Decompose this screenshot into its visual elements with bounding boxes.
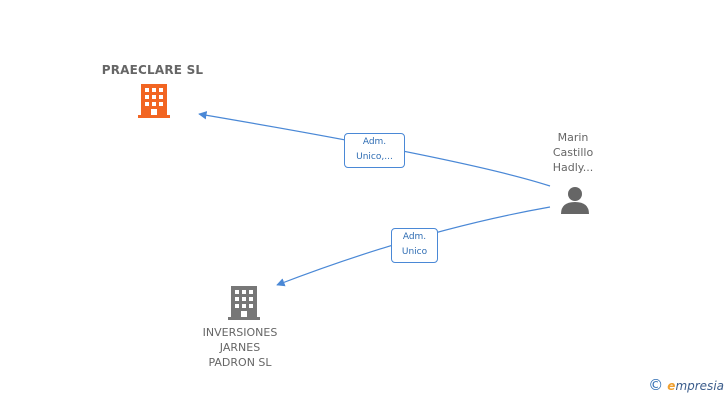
company-name-inversiones[interactable]: INVERSIONES JARNES PADRON SL (180, 325, 300, 370)
brand-watermark: ©empresia (648, 376, 724, 394)
company-name-line: PADRON SL (208, 356, 272, 369)
edge-label-line: Unico (401, 247, 428, 257)
company-name-line: INVERSIONES (202, 326, 278, 339)
building-icon (228, 286, 260, 320)
building-icon (138, 84, 170, 118)
company-name-praeclare[interactable]: PRAECLARE SL (101, 63, 204, 77)
edge-label-role: Adm. Unico,... (344, 133, 405, 168)
person-name-line: Castillo (552, 146, 594, 159)
edge-label-role: Adm. Unico (391, 228, 438, 263)
person-name-line: Hadly... (552, 161, 594, 174)
person-name-line: Marin (557, 131, 589, 144)
edge-label-line: Adm. (362, 137, 387, 147)
company-name-line: JARNES (219, 341, 261, 354)
edge-label-line: Unico,... (356, 152, 393, 162)
person-icon (561, 187, 589, 214)
copyright-icon: © (648, 376, 664, 394)
brand-initial: e (667, 379, 676, 393)
brand-name: mpresia (675, 379, 724, 393)
edge-person-to-praeclare (198, 111, 551, 187)
edge-label-line: Adm. (402, 232, 427, 242)
person-name[interactable]: Marin Castillo Hadly... (528, 130, 618, 175)
